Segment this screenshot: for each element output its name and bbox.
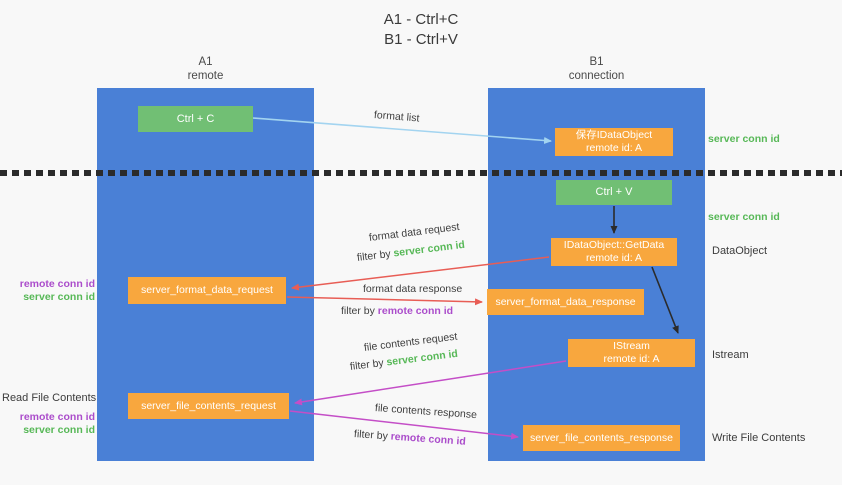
column-header-b1: B1 connection bbox=[488, 55, 705, 83]
dataobject-label: DataObject bbox=[712, 245, 768, 257]
filter-by-remote-conn-id-label-1: filter by remote conn id bbox=[341, 305, 453, 317]
node-server-file-contents-response: server_file_contents_response bbox=[523, 425, 680, 451]
istream-side-label: Istream bbox=[712, 349, 749, 361]
server-conn-id-key: server conn id bbox=[23, 291, 95, 303]
node-server-format-data-request: server_format_data_request bbox=[128, 277, 286, 304]
istream-line1: IStream bbox=[613, 340, 650, 352]
node-idataobject-getdata: IDataObject::GetData remote id: A bbox=[551, 238, 677, 266]
save-idataobject-line2: remote id: A bbox=[585, 142, 643, 154]
read-file-contents-label: Read File Contents bbox=[2, 392, 97, 404]
arrow-format-data-response bbox=[286, 296, 483, 306]
filter-by-text: filter by bbox=[356, 247, 392, 264]
getdata-line2: remote id: A bbox=[585, 252, 643, 264]
remote-conn-id-key: remote conn id bbox=[19, 411, 95, 423]
filter-by-text: filter by bbox=[341, 305, 375, 317]
format-list-label: format list bbox=[373, 109, 420, 125]
server-conn-id-annotation-mid: server conn id bbox=[708, 211, 780, 223]
file-contents-response-label: file contents response bbox=[374, 402, 478, 422]
getdata-line1: IDataObject::GetData bbox=[563, 239, 665, 251]
column-a1-id: A1 bbox=[198, 56, 213, 68]
server-conn-id-key: server conn id bbox=[385, 347, 459, 369]
title-line-1: A1 - Ctrl+C bbox=[383, 11, 459, 28]
server-conn-id-annotation-top: server conn id bbox=[708, 133, 780, 145]
node-ctrl-c: Ctrl + C bbox=[138, 106, 253, 132]
istream-line2: remote id: A bbox=[603, 353, 660, 365]
write-file-contents-label: Write File Contents bbox=[712, 432, 806, 444]
ctrl-c-label: Ctrl + C bbox=[176, 112, 215, 125]
conn-id-block-format: remote conn id server conn id bbox=[14, 278, 95, 304]
node-server-format-data-response: server_format_data_response bbox=[487, 289, 644, 315]
node-istream: IStream remote id: A bbox=[568, 339, 695, 367]
server-conn-id-key: server conn id bbox=[392, 238, 466, 260]
server-file-contents-response-label: server_file_contents_response bbox=[529, 431, 673, 444]
column-a1-role: remote bbox=[187, 70, 224, 82]
server-format-data-response-label: server_format_data_response bbox=[495, 295, 636, 308]
title-line-2: B1 - Ctrl+V bbox=[384, 31, 458, 48]
node-ctrl-v: Ctrl + V bbox=[556, 180, 672, 205]
column-b1-id: B1 bbox=[589, 56, 604, 68]
node-save-idataobject: 保存IDataObject remote id: A bbox=[555, 128, 673, 156]
column-header-a1: A1 remote bbox=[97, 55, 314, 83]
ctrl-v-label: Ctrl + V bbox=[595, 186, 633, 198]
server-file-contents-request-label: server_file_contents_request bbox=[141, 399, 276, 412]
save-idataobject-line1: 保存IDataObject bbox=[575, 129, 653, 141]
filter-by-text: filter by bbox=[353, 428, 389, 443]
filter-by-text: filter by bbox=[349, 356, 385, 373]
remote-conn-id-key: remote conn id bbox=[377, 305, 454, 317]
server-conn-id-key: server conn id bbox=[23, 424, 95, 436]
conn-id-block-file: remote conn id server conn id bbox=[14, 411, 95, 437]
node-server-file-contents-request: server_file_contents_request bbox=[128, 393, 289, 419]
format-data-response-label: format data response bbox=[363, 283, 463, 295]
filter-by-remote-conn-id-label-2: filter by remote conn id bbox=[354, 428, 467, 448]
remote-conn-id-key: remote conn id bbox=[19, 278, 95, 290]
server-format-data-request-label: server_format_data_request bbox=[141, 284, 273, 296]
column-b1-role: connection bbox=[568, 70, 625, 82]
remote-conn-id-key: remote conn id bbox=[390, 430, 467, 448]
diagram-title: A1 - Ctrl+C B1 - Ctrl+V bbox=[0, 10, 842, 50]
